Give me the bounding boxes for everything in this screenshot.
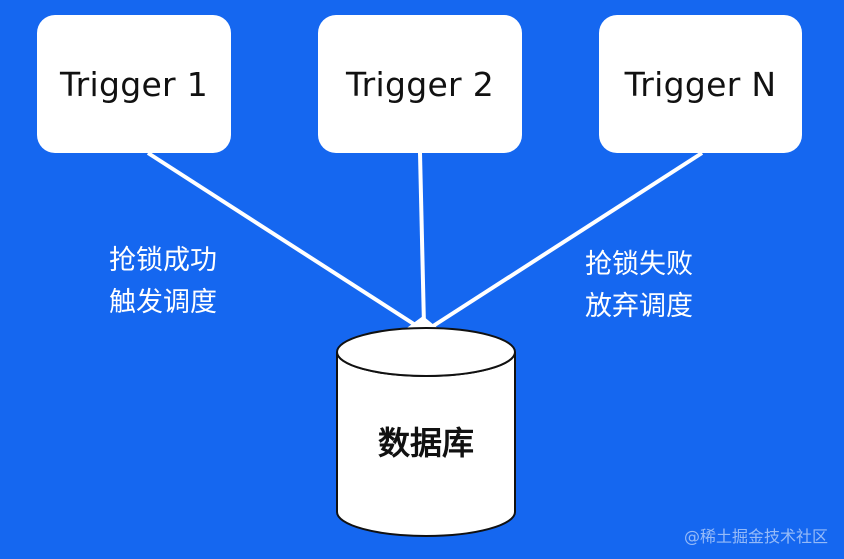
connector-trigger-n-to-database (428, 151, 704, 330)
lock-failure-annotation: 抢锁失败 放弃调度 (585, 244, 693, 328)
database-label: 数据库 (377, 424, 474, 462)
trigger-1-label: Trigger 1 (60, 64, 208, 104)
trigger-n-node: Trigger N (599, 15, 802, 153)
arrowhead-icon (404, 316, 440, 330)
database-cylinder (336, 327, 516, 537)
lock-failure-line-2: 放弃调度 (585, 291, 693, 322)
trigger-1-node: Trigger 1 (37, 15, 231, 153)
lock-failure-line-1: 抢锁失败 (585, 249, 693, 280)
trigger-2-node: Trigger 2 (318, 15, 522, 153)
lock-success-line-2: 触发调度 (109, 287, 217, 318)
watermark: @稀土掘金技术社区 (683, 527, 828, 546)
trigger-2-label: Trigger 2 (346, 64, 494, 104)
trigger-n-label: Trigger N (624, 64, 777, 104)
lock-success-line-1: 抢锁成功 (109, 245, 217, 276)
lock-success-annotation: 抢锁成功 触发调度 (109, 240, 217, 324)
connector-trigger-2-to-database (418, 152, 426, 327)
connector-trigger-1-to-database (146, 151, 422, 330)
